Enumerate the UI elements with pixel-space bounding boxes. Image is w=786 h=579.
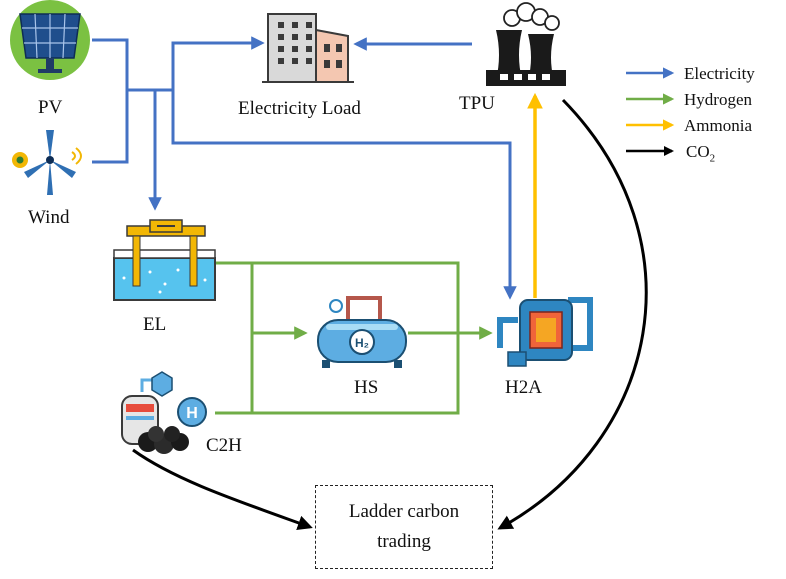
buildings-icon <box>262 13 354 83</box>
c2h-co2-to-ladder <box>132 448 313 530</box>
legend-co2-subscript: 2 <box>709 152 716 165</box>
legend-co2-text: CO <box>686 142 710 161</box>
label-pv: PV <box>38 97 63 118</box>
electrolyzer-icon <box>113 219 216 301</box>
ladder-line-1: Ladder carbon <box>348 501 460 522</box>
h2-badge: H₂ <box>355 336 369 350</box>
solar-panel-icon <box>10 0 90 80</box>
branch-to-load <box>171 36 265 90</box>
legend-label-co2: CO2 <box>686 141 715 169</box>
wind-turbine-icon <box>12 130 82 195</box>
legend-markers <box>626 67 675 156</box>
hydrogen-flows <box>215 261 493 415</box>
label-electricity-load: Electricity Load <box>238 98 361 119</box>
label-c2h: C2H <box>206 435 242 456</box>
el-to-network <box>215 261 460 415</box>
branch-to-h2a <box>171 90 517 300</box>
label-tpu: TPU <box>459 93 495 114</box>
ammonia-reactor-icon <box>497 297 593 367</box>
legend-label-hydrogen: Hydrogen <box>684 90 752 109</box>
ladder-line-2: trading <box>377 531 431 552</box>
label-hs: HS <box>354 377 379 398</box>
label-h2a: H2A <box>505 377 542 398</box>
pv-feed-line <box>92 38 129 164</box>
power-plant-icon <box>486 2 566 86</box>
h-badge: H <box>186 405 198 422</box>
tpu-co2-to-ladder <box>497 98 648 530</box>
label-wind: Wind <box>28 207 70 228</box>
label-el: EL <box>143 314 167 335</box>
co2-flows <box>132 98 648 530</box>
electricity-flows <box>92 36 517 300</box>
coal-gasifier-icon: H <box>121 371 207 454</box>
ladder-carbon-trading-box: Ladder carbon trading <box>315 485 493 569</box>
legend-label-electricity: Electricity <box>684 64 755 83</box>
hydrogen-tank-icon: H₂ <box>317 296 407 368</box>
legend-label-ammonia: Ammonia <box>684 116 752 135</box>
